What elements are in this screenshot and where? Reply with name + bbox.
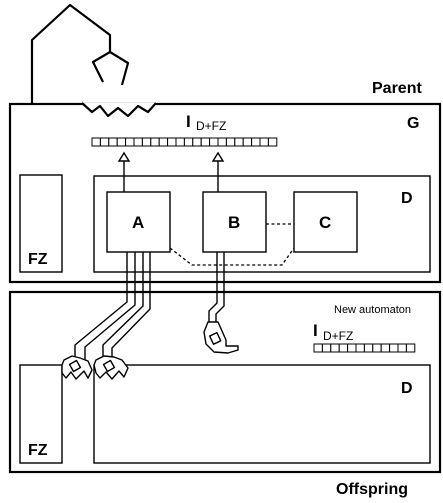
gripper-b-icon [203,321,239,354]
parent-tape-cell [192,137,202,147]
parent-tape-cell [141,137,152,147]
parent-tape-cell [125,137,135,147]
offspring-tape-cell [330,343,340,353]
block-a-label: A [132,213,144,232]
offspring-tape-cell [405,343,416,353]
offspring-d-box [93,364,431,464]
block-b [202,191,267,253]
new-automaton-label: New automaton [334,304,411,316]
offspring-tape-cell [372,343,382,353]
parent-tape-cell [242,137,253,147]
constructor-arm-top [30,3,130,175]
parent-tape-cell [108,137,118,147]
parent-tape-cell [217,137,227,147]
parent-tape-cell [133,137,143,147]
parent-tape [91,137,278,147]
block-b-label: B [228,213,240,232]
offspring-tape-cell [321,343,332,353]
gripper-left-icon [61,355,93,380]
offspring-tape-cell [338,343,349,353]
parent-tape-cell [234,137,244,147]
dashed-connections [169,223,295,266]
offspring-fz-label: FZ [28,442,48,459]
parent-label: Parent [372,80,422,97]
parent-tape-cell [267,137,278,147]
parent-tape-cell [99,137,110,147]
offspring-tape [313,343,416,353]
parent-tape-cell [116,137,127,147]
parent-tape-cell [175,137,185,147]
offspring-tape-subscript: D+FZ [323,329,353,343]
g-label: G [407,115,419,132]
offspring-d-label: D [401,380,413,397]
offspring-tape-label: I [313,321,318,340]
block-c-label: C [319,213,331,232]
offspring-tape-cell [397,343,407,353]
offspring-tape-cell [355,343,365,353]
parent-tape-cell [251,137,261,147]
parent-tape-cell [150,137,160,147]
parent-tape-cell [200,137,211,147]
parent-tape-cell [225,137,236,147]
block-a [106,191,171,253]
parent-tape-label: I [186,112,191,131]
offspring-label: Offspring [336,481,408,498]
parent-fz-box [19,174,63,273]
offspring-tape-cell [389,343,399,353]
parent-d-box [93,175,431,273]
offspring-fz-box [19,364,63,464]
parent-tape-subscript: D+FZ [196,119,226,133]
parent-d-label: D [401,190,413,207]
parent-tape-cell [158,137,169,147]
offspring-tape-cell [313,343,323,353]
construction-arms-a [74,252,151,362]
offspring-tape-cell [347,343,357,353]
offspring-frame [8,290,442,474]
parent-fz-label: FZ [28,251,48,268]
construction-arm-b [208,252,225,325]
parent-tape-cell [209,137,219,147]
parent-tape-cell [167,137,177,147]
offspring-tape-cell [380,343,391,353]
gripper-right-icon [93,355,129,380]
block-c [293,191,358,253]
offspring-tape-cell [363,343,374,353]
parent-tape-cell [91,137,101,147]
parent-tape-cell [259,137,269,147]
parent-tape-cell [183,137,194,147]
